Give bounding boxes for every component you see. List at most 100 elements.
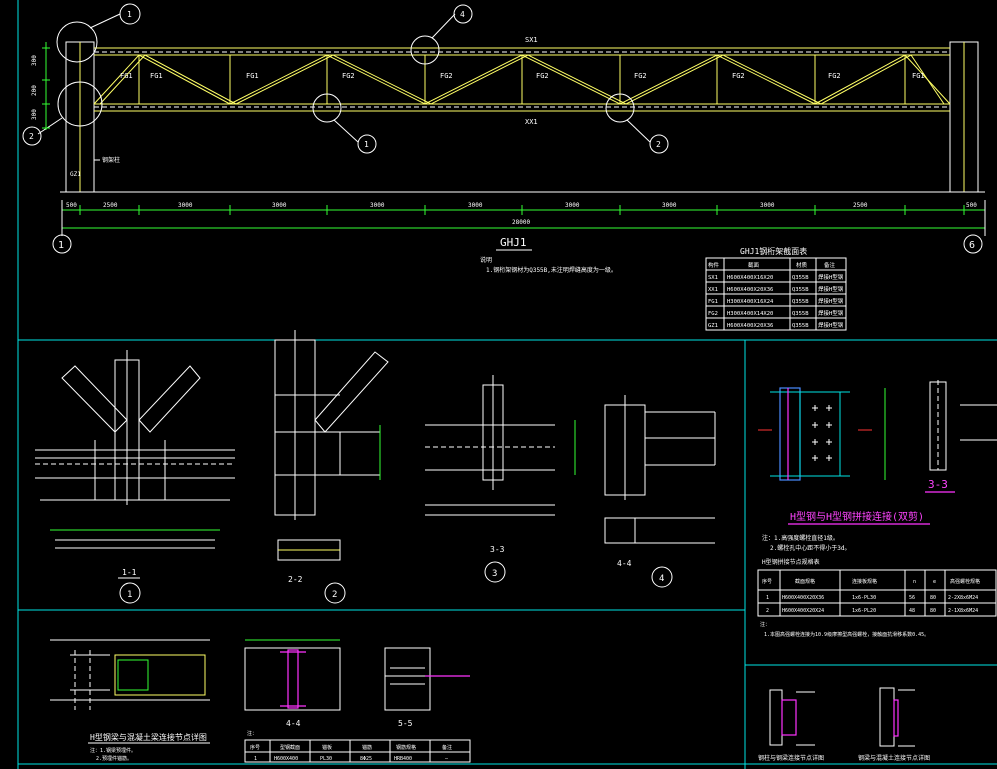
note-title: 说明 [480, 256, 492, 264]
svg-text:Q355B: Q355B [792, 275, 809, 281]
dim-total: 28000 [512, 219, 530, 226]
bottom-dimensions: 500 2500 3000 3000 3000 3000 3000 3000 3… [61, 202, 986, 232]
grid-axis: 1 6 [52, 200, 986, 254]
svg-text:PL30: PL30 [320, 756, 332, 762]
svg-text:n: n [913, 579, 916, 585]
svg-text:H600X400: H600X400 [274, 756, 298, 762]
svg-text:3: 3 [492, 569, 497, 579]
svg-text:3000: 3000 [370, 202, 385, 209]
web-label: FG2 [634, 72, 647, 80]
svg-text:Q355B: Q355B [792, 287, 809, 293]
svg-text:2-2X8x6M24: 2-2X8x6M24 [948, 595, 978, 601]
svg-text:4-4: 4-4 [286, 719, 301, 728]
svg-text:焊接H型钢: 焊接H型钢 [818, 285, 844, 293]
svg-text:3000: 3000 [272, 202, 287, 209]
detail-2: 2-2 2 [274, 330, 389, 604]
svg-text:H型钢拼接节点规格表: H型钢拼接节点规格表 [762, 558, 820, 566]
svg-text:备注: 备注 [824, 261, 836, 269]
callout-number: 2 [656, 140, 661, 149]
left-dimensions: 300 200 300 [31, 42, 50, 130]
web-label: FG2 [440, 72, 453, 80]
svg-text:2500: 2500 [103, 202, 118, 209]
section-label: 1-1 [122, 568, 137, 577]
svg-text:2-1X8x6M24: 2-1X8x6M24 [948, 608, 978, 614]
svg-text:H300X400X14X20: H300X400X14X20 [727, 311, 773, 317]
svg-text:截面: 截面 [748, 261, 760, 269]
svg-text:4: 4 [659, 574, 664, 584]
svg-text:钢筋规格: 钢筋规格 [396, 744, 416, 751]
svg-text:1: 1 [254, 756, 257, 762]
svg-text:锚筋: 锚筋 [362, 744, 372, 751]
dim-text: 300 [31, 55, 38, 66]
svg-text:1: 1 [127, 590, 132, 600]
section-label: 3-3 [490, 545, 505, 554]
svg-text:序号: 序号 [762, 578, 772, 585]
detail-4: 4-4 4 [604, 395, 716, 588]
svg-text:8Φ25: 8Φ25 [360, 756, 372, 762]
svg-text:3000: 3000 [178, 202, 193, 209]
web-label: FG2 [732, 72, 745, 80]
svg-text:GZ1: GZ1 [708, 323, 718, 329]
svg-text:材质: 材质 [796, 261, 808, 269]
svg-text:型钢截面: 型钢截面 [280, 744, 300, 751]
svg-text:80: 80 [930, 595, 936, 601]
svg-text:Q355B: Q355B [792, 323, 809, 329]
column-label: GZ1 [70, 171, 81, 178]
svg-text:H600X400X20X24: H600X400X20X24 [782, 608, 824, 614]
svg-text:序号: 序号 [250, 744, 260, 751]
svg-text:FG2: FG2 [708, 311, 718, 317]
svg-text:2.螺栓孔中心距不得小于3d。: 2.螺栓孔中心距不得小于3d。 [770, 544, 850, 552]
svg-text:焊接H型钢: 焊接H型钢 [818, 321, 844, 329]
svg-text:HRB400: HRB400 [394, 756, 412, 762]
web-label: FG1 [120, 72, 133, 80]
svg-text:1x6-PL30: 1x6-PL30 [852, 595, 876, 601]
svg-text:FG1: FG1 [708, 299, 718, 305]
svg-text:高强螺栓规格: 高强螺栓规格 [950, 578, 980, 585]
bottom-left-title: H型钢梁与混凝土梁连接节点详图 [90, 732, 207, 742]
svg-text:5-5: 5-5 [398, 719, 413, 728]
svg-text:XX1: XX1 [708, 287, 718, 293]
svg-text:Q355B: Q355B [792, 299, 809, 305]
callout-number: 4 [460, 10, 465, 19]
detail-callouts: 1 4 2 1 2 [22, 3, 669, 154]
svg-text:H600X400X20X36: H600X400X20X36 [782, 595, 824, 601]
svg-text:H300X400X16X24: H300X400X16X24 [727, 299, 774, 305]
svg-text:注：: 注： [247, 730, 257, 737]
svg-text:1.本图高强螺栓连接为10.9级摩擦型高强螺栓，接触面抗滑移: 1.本图高强螺栓连接为10.9级摩擦型高强螺栓，接触面抗滑移系数0.45。 [764, 631, 929, 638]
schedule-title: GHJ1钢桁架截面表 [740, 246, 807, 256]
svg-text:2: 2 [332, 590, 337, 600]
top-chord-label: SX1 [525, 36, 538, 44]
bottom-right-details: 钢柱与钢梁连接节点详图 钢梁与混凝土连接节点详图 [758, 687, 930, 762]
svg-text:3000: 3000 [565, 202, 580, 209]
dim-text: 200 [31, 85, 38, 96]
grid-left: 1 [58, 240, 64, 251]
web-label: FG2 [828, 72, 841, 80]
svg-text:e: e [933, 579, 936, 585]
web-label: FG2 [342, 72, 355, 80]
bottom-chord-label: XX1 [525, 118, 538, 126]
side-note: 钢架柱 [102, 156, 120, 164]
bolt-section-label: 3-3 [928, 478, 948, 491]
truss-title: GHJ1 [500, 236, 527, 249]
callout-number: 1 [127, 10, 132, 19]
note-line: 1.钢桁架钢材为Q355B,未注明焊缝高度为一级。 [486, 266, 617, 274]
svg-text:2: 2 [766, 608, 769, 614]
svg-text:500: 500 [966, 202, 977, 209]
svg-text:500: 500 [66, 202, 77, 209]
svg-text:H600X400X16X20: H600X400X16X20 [727, 275, 773, 281]
callout-number: 2 [29, 132, 34, 141]
section-label: 2-2 [288, 575, 303, 584]
svg-text:构件: 构件 [708, 261, 720, 269]
bolt-splice-detail: 3-3 H型钢与H型钢拼接连接(双剪) 注：1.高强度螺栓直径1级。 2.螺栓孔… [758, 380, 997, 552]
svg-text:SX1: SX1 [708, 275, 718, 281]
web-labels: FG1 FG1 FG2 FG2 FG2 FG2 FG2 FG2 FG1 FG1 [120, 72, 925, 80]
dim-text: 300 [31, 109, 38, 120]
svg-text:连接板规格: 连接板规格 [852, 578, 877, 585]
svg-text:截面规格: 截面规格 [795, 578, 815, 585]
web-label: FG1 [150, 72, 163, 80]
svg-text:H600X400X20X36: H600X400X20X36 [727, 287, 773, 293]
member-schedule: GHJ1钢桁架截面表 构件 截面 材质 备注 SX1 H600X400X16X2… [705, 246, 847, 331]
svg-text:H600X400X20X36: H600X400X20X36 [727, 323, 773, 329]
svg-text:2.预埋件锚筋。: 2.预埋件锚筋。 [96, 755, 132, 762]
